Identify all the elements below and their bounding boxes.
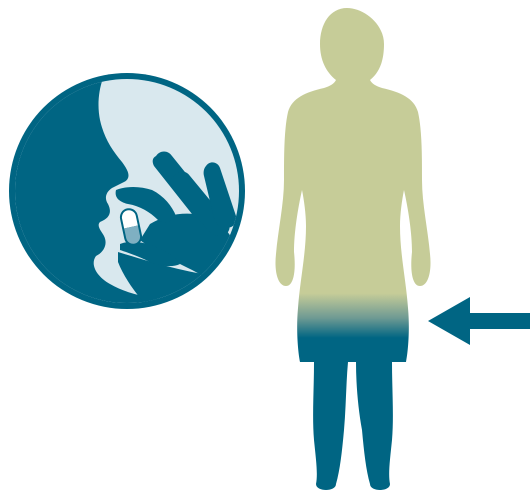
arrow-left-icon — [428, 297, 530, 345]
arrow-head — [428, 297, 470, 345]
arrow-shaft — [462, 313, 530, 329]
person-taking-pill-icon — [0, 60, 245, 320]
female-body-silhouette-icon — [275, 8, 430, 490]
